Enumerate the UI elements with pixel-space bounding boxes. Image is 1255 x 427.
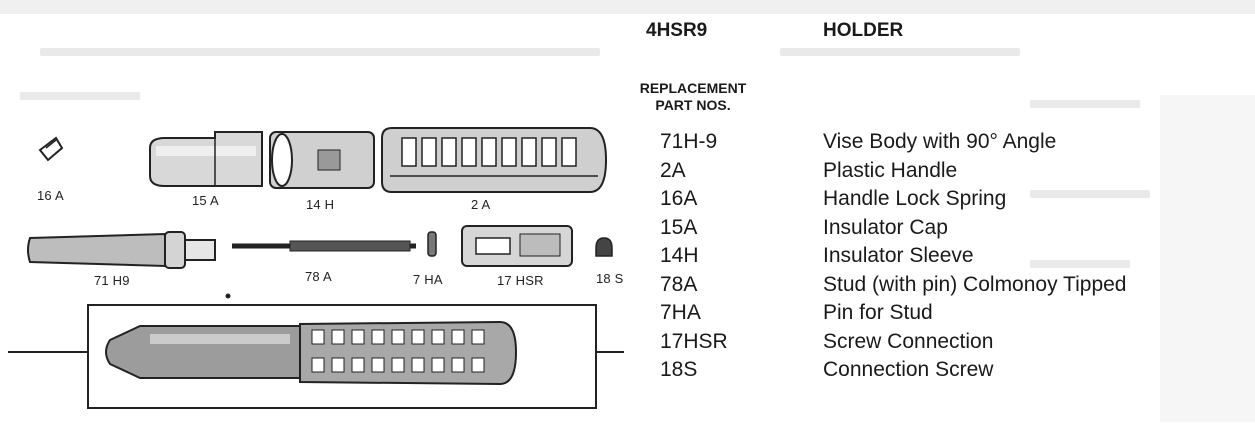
part-description: Insulator Sleeve [823,244,974,267]
part-description: Stud (with pin) Colmonoy Tipped [823,272,1127,296]
part-description: Pin for Stud [823,301,933,324]
part-2a-drawing [381,127,608,193]
figure-dot [225,293,231,299]
part-number: 18S [660,358,698,381]
scan-background-panel [1160,95,1255,422]
label-15a: 15 A [192,193,219,208]
part-description: Screw Connection [823,329,994,353]
part-18s-drawing [595,237,613,257]
scan-ghost-line [1030,100,1140,108]
part-17hsr-drawing [461,225,573,267]
page-title: HOLDER [823,20,904,41]
scan-ghost-line [780,48,1020,56]
scan-ghost-line [1030,190,1150,198]
part-description: Plastic Handle [823,158,958,182]
scan-background-band [0,0,1255,14]
part-number: 7HA [660,301,701,324]
part-16a-drawing [38,136,64,162]
label-71h9: 71 H9 [94,273,130,288]
label-78a: 78 A [305,269,332,284]
assembled-holder-drawing [8,304,624,409]
part-number: 17HSR [660,329,728,353]
label-16a: 16 A [37,188,64,203]
label-18s: 18 S [596,271,624,286]
part-description: Connection Screw [823,358,994,381]
part-78a-drawing [232,240,416,252]
scan-ghost-line [1030,260,1130,268]
part-number: 78A [660,272,698,296]
part-number: 15A [660,215,698,239]
part-number: 71H-9 [660,130,718,153]
model-number: 4HSR9 [646,20,708,41]
part-71h9-drawing [27,231,216,269]
scan-ghost-line [20,92,140,100]
part-number: 14H [660,244,699,267]
parts-drawing [8,127,624,409]
replacement-part-header: REPLACEMENT PART NOS. [628,80,758,114]
part-number: 2A [660,158,686,182]
scan-ghost-line [40,48,600,56]
part-7ha-drawing [427,231,437,257]
replacement-header-line1: REPLACEMENT [639,80,747,96]
part-14h-drawing [269,131,375,189]
label-17hsr: 17 HSR [497,273,544,288]
label-2a: 2 A [471,197,491,212]
part-number: 16A [660,187,698,210]
label-7ha: 7 HA [413,272,443,287]
part-15a-drawing [149,131,263,187]
part-description: Insulator Cap [823,215,948,239]
label-14h: 14 H [306,197,335,212]
part-description: Vise Body with 90° Angle [823,130,1057,153]
part-description: Handle Lock Spring [823,187,1007,210]
replacement-header-line2: PART NOS. [655,97,731,113]
parts-illustration: 16 A 15 A 14 H 2 A 71 H9 78 A 7 HA 17 HS… [8,127,624,409]
